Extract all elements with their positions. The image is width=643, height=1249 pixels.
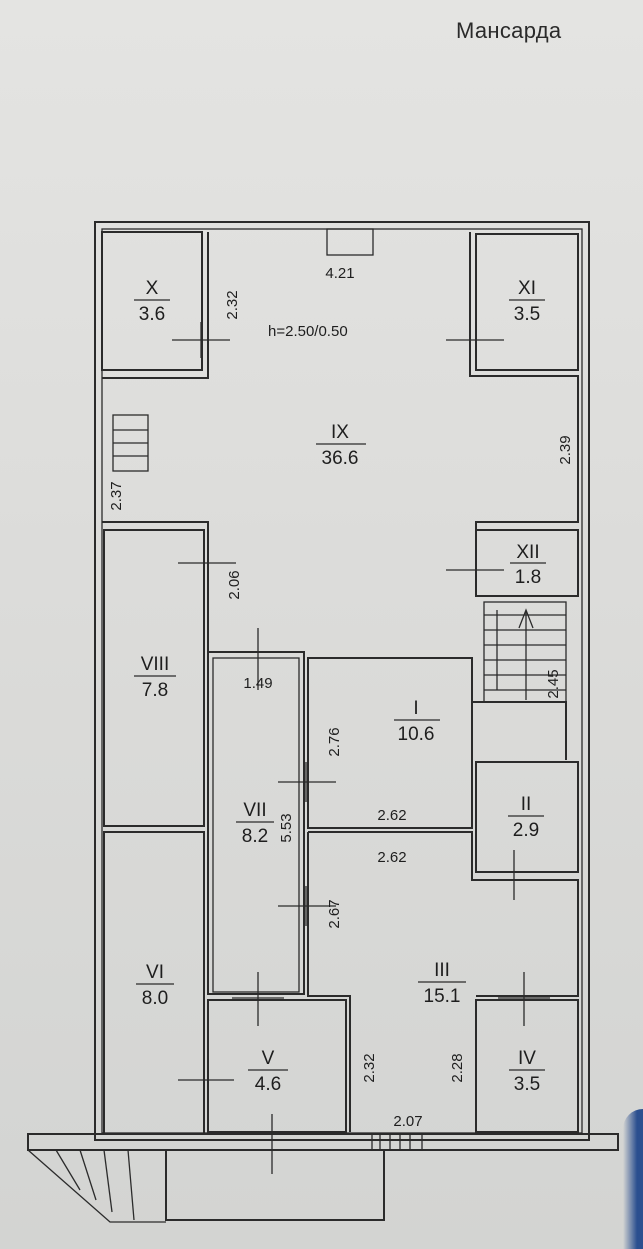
room-ii-label: II 2.9 bbox=[508, 794, 544, 841]
room-x-label: X 3.6 bbox=[134, 278, 170, 325]
stairs-wall bbox=[472, 701, 567, 760]
dim-iii-bottom: 2.07 bbox=[393, 1113, 422, 1130]
terrace-slab bbox=[27, 1133, 619, 1151]
page-title: Мансарда bbox=[456, 18, 562, 43]
room-xi-outline bbox=[475, 233, 579, 371]
dim-ix-left: 2.37 bbox=[108, 481, 125, 510]
svg-text:X: X bbox=[146, 278, 159, 299]
outer-wall bbox=[94, 221, 590, 1141]
dim-i-width: 2.62 bbox=[377, 807, 406, 824]
height-note: h=2.50/0.50 bbox=[268, 323, 348, 340]
room-v-label: V 4.6 bbox=[248, 1048, 288, 1095]
svg-text:3.5: 3.5 bbox=[514, 304, 540, 325]
svg-text:VII: VII bbox=[243, 800, 266, 821]
svg-text:II: II bbox=[521, 794, 532, 815]
dim-ix-right: 2.39 bbox=[557, 435, 574, 464]
room-vi-outline bbox=[103, 831, 205, 1135]
svg-text:7.8: 7.8 bbox=[142, 680, 168, 701]
svg-text:VI: VI bbox=[146, 962, 164, 983]
room-ix-label: IX 36.6 bbox=[316, 422, 366, 469]
dim-stairs: 2.45 bbox=[545, 669, 562, 698]
room-iii-outline bbox=[308, 831, 579, 997]
porch bbox=[165, 1150, 385, 1221]
wall-viii-top bbox=[102, 521, 209, 652]
svg-text:3.5: 3.5 bbox=[514, 1074, 540, 1095]
chimney bbox=[326, 228, 374, 256]
dim-i-height: 2.76 bbox=[326, 727, 343, 756]
dim-iii-lower-left: 2.32 bbox=[361, 1053, 378, 1082]
room-ii-outline bbox=[475, 761, 579, 873]
dim-ix-width: 4.21 bbox=[325, 265, 354, 282]
svg-text:XI: XI bbox=[518, 278, 536, 299]
svg-text:10.6: 10.6 bbox=[398, 724, 435, 745]
room-vi-label: VI 8.0 bbox=[136, 962, 174, 1009]
binder-edge bbox=[623, 1109, 643, 1249]
svg-text:IV: IV bbox=[518, 1048, 536, 1069]
svg-text:8.2: 8.2 bbox=[242, 826, 268, 847]
svg-text:1.8: 1.8 bbox=[515, 567, 541, 588]
dim-iii-upper: 2.67 bbox=[326, 899, 343, 928]
room-v-outline bbox=[207, 999, 347, 1133]
room-i-label: I 10.6 bbox=[394, 698, 440, 745]
dim-vii-height: 5.53 bbox=[278, 813, 295, 842]
svg-text:2.9: 2.9 bbox=[513, 820, 539, 841]
svg-text:8.0: 8.0 bbox=[142, 988, 168, 1009]
room-iv-label: IV 3.5 bbox=[509, 1048, 545, 1095]
room-viii-outline bbox=[103, 529, 205, 827]
room-xi-label: XI 3.5 bbox=[509, 278, 545, 325]
room-x-outline bbox=[101, 231, 203, 371]
room-iii-label: III 15.1 bbox=[418, 960, 466, 1007]
room-xii-label: XII 1.8 bbox=[510, 542, 546, 588]
svg-text:V: V bbox=[262, 1048, 275, 1069]
svg-text:III: III bbox=[434, 960, 450, 981]
svg-text:XII: XII bbox=[516, 542, 539, 563]
dim-iii-lower-right: 2.28 bbox=[449, 1053, 466, 1082]
svg-text:I: I bbox=[413, 698, 418, 719]
entrance-steps bbox=[371, 1133, 423, 1151]
svg-text:IX: IX bbox=[331, 422, 349, 443]
svg-text:3.6: 3.6 bbox=[139, 304, 165, 325]
dim-corridor: 2.06 bbox=[226, 570, 243, 599]
dim-iii-width: 2.62 bbox=[377, 849, 406, 866]
dim-x-height: 2.32 bbox=[224, 290, 241, 319]
svg-text:VIII: VIII bbox=[141, 654, 170, 675]
svg-text:4.6: 4.6 bbox=[255, 1074, 281, 1095]
svg-text:36.6: 36.6 bbox=[322, 448, 359, 469]
svg-text:15.1: 15.1 bbox=[424, 986, 461, 1007]
wall-ix-left bbox=[102, 232, 209, 379]
room-vii-label: VII 8.2 bbox=[236, 800, 274, 847]
room-i-outline bbox=[307, 657, 473, 829]
dim-vii-width: 1.49 bbox=[243, 675, 272, 692]
room-iv-outline bbox=[475, 999, 579, 1133]
room-viii-label: VIII 7.8 bbox=[134, 654, 176, 701]
